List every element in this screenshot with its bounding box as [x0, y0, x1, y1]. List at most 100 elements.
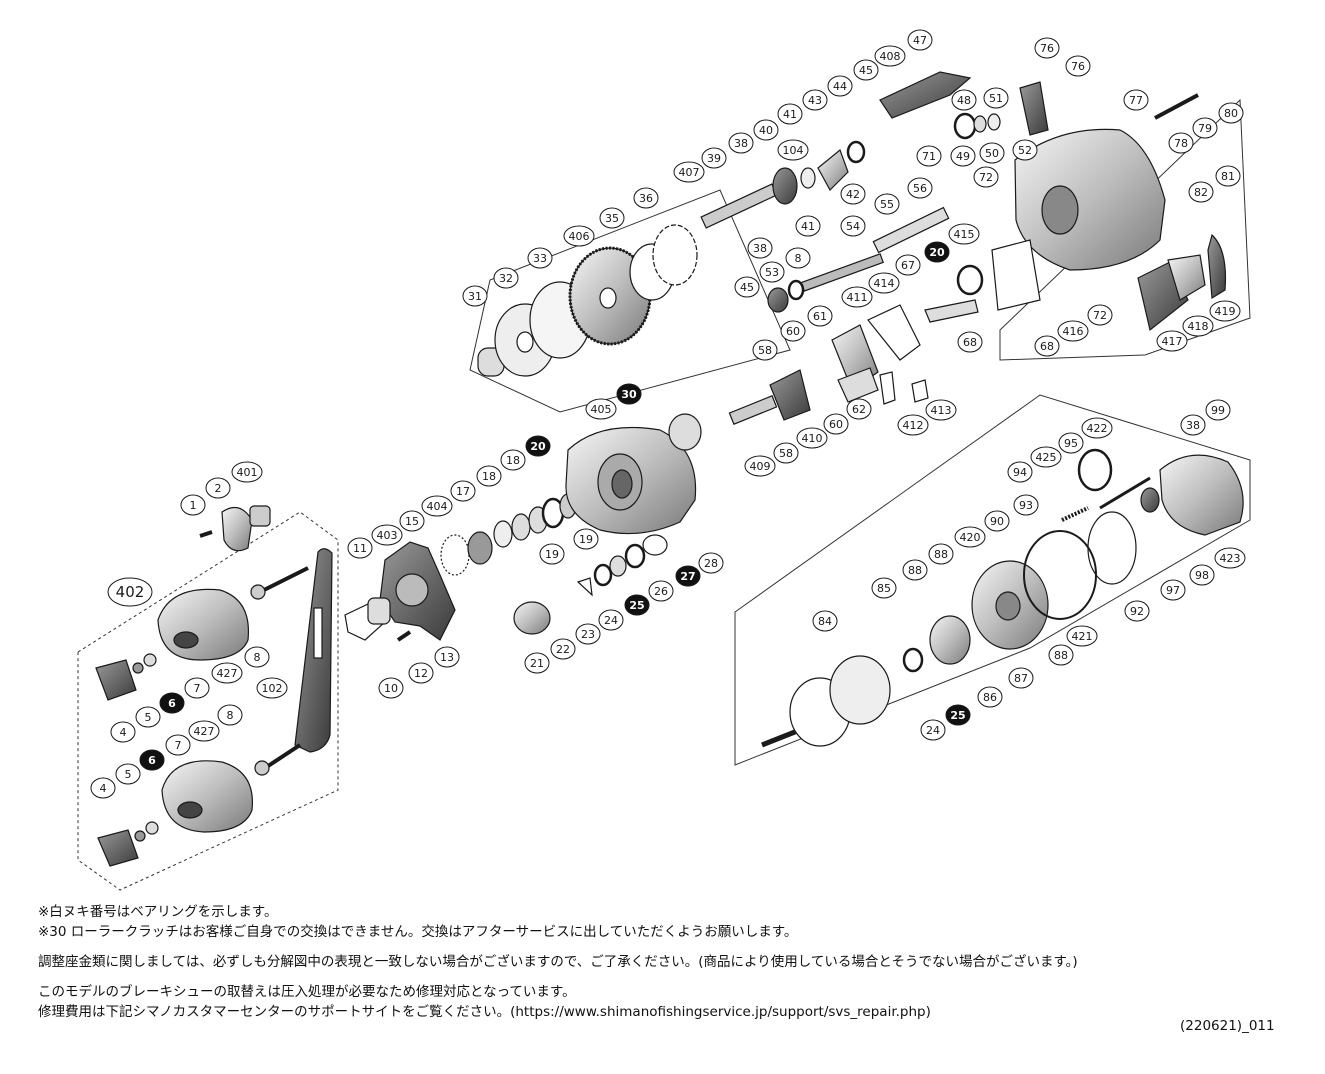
side-frame-416 — [1014, 128, 1166, 271]
callout-number: 98 — [1195, 569, 1209, 582]
callout-number: 40 — [759, 124, 773, 137]
callout-bubble — [1012, 139, 1038, 161]
callout-bubble — [902, 559, 928, 581]
washer-26 — [609, 555, 627, 577]
callout-number: 401 — [237, 466, 258, 479]
callout-number: 21 — [530, 657, 544, 670]
callout-bubble — [795, 215, 821, 237]
callout-88: 88 — [1048, 644, 1074, 666]
washer-104 — [800, 167, 816, 189]
callout-54: 54 — [840, 215, 866, 237]
callout-60: 60 — [823, 413, 849, 435]
callout-bubble — [1048, 644, 1074, 666]
callout-bubble — [823, 413, 849, 435]
callout-bubble — [954, 526, 986, 548]
callout-421: 421 — [1066, 625, 1098, 647]
handle-nut — [249, 505, 271, 527]
callout-number: 7 — [194, 682, 201, 695]
callout-number: 79 — [1198, 122, 1212, 135]
callout-38: 38 — [1180, 414, 1206, 436]
callout-bubble — [907, 29, 933, 51]
callout-number: 85 — [877, 582, 891, 595]
callout-number: 33 — [533, 252, 547, 265]
callout-number: 19 — [579, 533, 593, 546]
callout-30: 30 — [616, 383, 642, 405]
callout-68: 68 — [957, 331, 983, 353]
side-plate-boss-inner — [611, 469, 633, 499]
callout-42: 42 — [840, 183, 866, 205]
callout-bubble — [777, 103, 803, 125]
callout-number: 24 — [604, 614, 618, 627]
callout-bubble — [780, 320, 806, 342]
callout-bubble — [450, 480, 476, 502]
levelwind-guide-56 — [872, 206, 950, 254]
callout-24: 24 — [920, 719, 946, 741]
callout-bubble — [598, 609, 624, 631]
callout-number: 41 — [783, 108, 797, 121]
callout-number: 17 — [456, 485, 470, 498]
ratchet-36 — [652, 224, 698, 286]
callout-423: 423 — [1214, 547, 1246, 569]
callout-bubble — [434, 646, 460, 668]
callout-bubble — [1218, 102, 1244, 124]
spacer-upper — [250, 584, 266, 600]
callout-number: 419 — [1215, 305, 1236, 318]
callout-420: 420 — [954, 526, 986, 548]
diagram-code: (220621)_011 — [1180, 1018, 1275, 1034]
spacer-lower — [254, 760, 270, 776]
callout-405: 405 — [585, 398, 617, 420]
callout-bubble — [180, 494, 206, 516]
frame-group — [767, 81, 1227, 391]
callout-bubble — [673, 161, 705, 183]
callout-number: 99 — [1211, 404, 1225, 417]
callout-425: 425 — [1030, 446, 1062, 468]
washer-upper-a — [143, 653, 157, 667]
callout-21: 21 — [524, 652, 550, 674]
callout-50: 50 — [979, 142, 1005, 164]
callout-number: 13 — [440, 651, 454, 664]
callout-bubble — [753, 119, 779, 141]
callout-93: 93 — [1013, 494, 1039, 516]
callout-411: 411 — [841, 286, 873, 308]
callout-bubble — [1182, 315, 1214, 337]
callout-number: 25 — [950, 709, 965, 722]
callout-4: 4 — [90, 777, 116, 799]
callout-1: 1 — [180, 494, 206, 516]
callout-number: 406 — [569, 230, 590, 243]
callout-33: 33 — [527, 247, 553, 269]
callout-number: 1 — [190, 499, 197, 512]
callout-bubble — [827, 75, 853, 97]
bearing-415 — [956, 264, 984, 296]
callout-25: 25 — [945, 704, 971, 726]
callout-number: 50 — [985, 147, 999, 160]
clip-23 — [576, 577, 593, 597]
callout-bubble — [159, 692, 185, 714]
note-shims: 調整座金類に関しましては、必ずしも分解図中の表現と一致しない場合がございますので… — [38, 954, 1078, 970]
callout-bubble — [752, 339, 778, 361]
drag-parts — [344, 493, 577, 642]
washer-50 — [987, 113, 1001, 131]
frame-bore — [1041, 185, 1079, 235]
callout-bubble — [110, 721, 136, 743]
callout-bubble — [616, 383, 642, 405]
spring-93 — [1061, 506, 1089, 522]
callout-bubble — [500, 449, 526, 471]
callout-number: 52 — [1018, 144, 1032, 157]
callout-bubble — [928, 543, 954, 565]
callout-number: 77 — [1129, 94, 1143, 107]
callout-5: 5 — [115, 763, 141, 785]
callout-number: 18 — [482, 470, 496, 483]
callout-bubble — [184, 677, 210, 699]
callout-410: 410 — [796, 427, 828, 449]
knob-upper-hole — [173, 631, 199, 649]
callout-427: 427 — [188, 720, 220, 742]
callout-bubble — [371, 524, 403, 546]
callout-22: 22 — [550, 638, 576, 660]
main-gear-406-hub — [599, 287, 617, 309]
callout-bubble — [90, 777, 116, 799]
callout-bubble — [573, 528, 599, 550]
callout-80: 80 — [1218, 102, 1244, 124]
callout-bubble — [807, 305, 833, 327]
bearing-25-spool — [902, 647, 924, 673]
clutch-yoke-410 — [769, 369, 811, 421]
